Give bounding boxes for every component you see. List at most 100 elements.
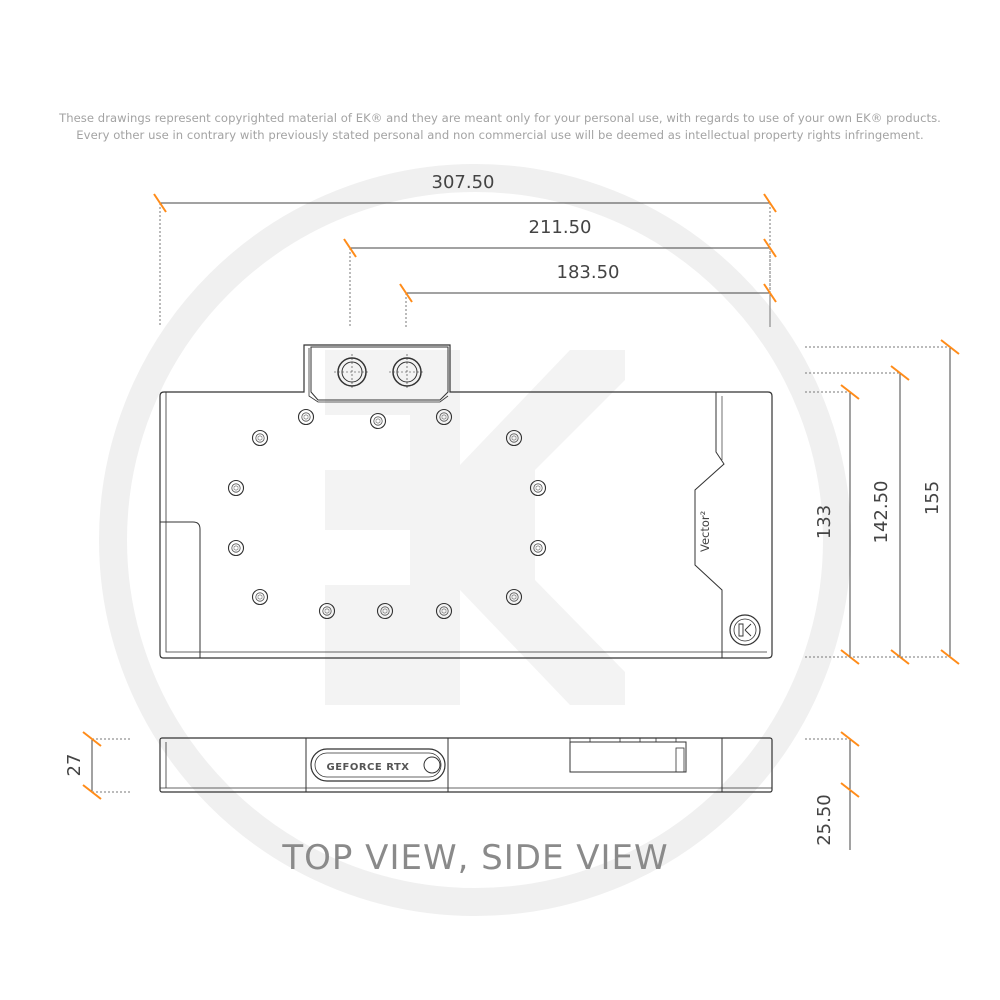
dim-line-width-terminal-right-tick-left <box>399 283 413 303</box>
side-view <box>159 737 773 793</box>
mounting-screws <box>227 408 547 620</box>
view-title: TOP VIEW, SIDE VIEW <box>282 838 669 878</box>
screw-recess <box>255 592 265 602</box>
side-connector <box>569 741 687 773</box>
ek-watermark-logo <box>99 164 851 916</box>
screw-head <box>435 408 453 426</box>
screw-5 <box>505 429 523 447</box>
watermark-ring <box>99 164 851 916</box>
side-badge-ek-icon <box>423 756 441 774</box>
dim-line-height-block-tick-bottom <box>890 649 910 665</box>
screw-head <box>369 412 387 430</box>
dim-line-side-offset <box>805 731 860 850</box>
screw-1 <box>297 408 315 426</box>
terminal-block-edge <box>308 348 449 403</box>
dim-line-side-offset-tick-bottom <box>840 782 860 798</box>
screw-recess <box>439 606 449 616</box>
screw-head <box>251 429 269 447</box>
dim-line-width-terminal-left-tick-right <box>763 238 777 258</box>
dim-height-block: 142.50 <box>871 481 892 544</box>
screw-hex <box>324 608 330 614</box>
screw-8 <box>227 539 245 557</box>
screw-hex <box>511 435 517 441</box>
dim-line-height-overall <box>805 339 960 665</box>
screw-recess <box>380 606 390 616</box>
watermark-ek-mark <box>325 350 625 705</box>
ek-badge-inner <box>733 618 757 642</box>
side-connector-latch <box>675 747 685 773</box>
side-connector-pins <box>569 738 677 742</box>
screw-head <box>297 408 315 426</box>
dim-line-height-block-tick-top <box>890 365 910 381</box>
dim-line-width-terminal-left-tick-left <box>343 238 357 258</box>
block-outline <box>159 344 773 659</box>
screw-head <box>505 588 523 606</box>
dim-line-side-height-tick-top <box>82 731 102 747</box>
screw-hex <box>535 485 541 491</box>
screw-2 <box>369 412 387 430</box>
dim-line-height-overall-tick-bottom <box>940 649 960 665</box>
screw-hex <box>375 418 381 424</box>
screw-head <box>251 588 269 606</box>
dim-line-width-overall-tick-right <box>763 193 777 213</box>
screw-head <box>529 539 547 557</box>
dim-line-width-terminal-right-tick-right <box>763 283 777 303</box>
screw-recess <box>439 412 449 422</box>
screw-recess <box>533 543 543 553</box>
dim-width-terminal-left: 211.50 <box>529 217 592 238</box>
dim-side-offset: 25.50 <box>814 794 835 846</box>
dimension-lines <box>82 193 960 850</box>
dim-line-width-terminal-right <box>399 283 777 327</box>
screw-recess <box>509 433 519 443</box>
screw-head <box>505 429 523 447</box>
top-view <box>159 344 773 659</box>
dim-width-terminal-right: 183.50 <box>557 262 620 283</box>
screw-14 <box>435 602 453 620</box>
dim-width-overall: 307.50 <box>432 172 495 193</box>
screw-head <box>435 602 453 620</box>
screw-recess <box>509 592 519 602</box>
screw-hex <box>535 545 541 551</box>
dim-height-overall: 155 <box>922 481 943 515</box>
screw-recess <box>322 606 332 616</box>
dim-line-height-pcb-tick-top <box>840 384 860 400</box>
left-notch <box>160 521 201 658</box>
port-left-crosshair <box>334 354 370 390</box>
screw-13 <box>376 602 394 620</box>
screw-hex <box>233 545 239 551</box>
screw-hex <box>382 608 388 614</box>
screw-head <box>376 602 394 620</box>
block-inner-edge <box>165 392 767 653</box>
ek-badge-glyph <box>738 623 752 637</box>
side-badge <box>310 748 446 782</box>
screw-3 <box>435 408 453 426</box>
vector-label: Vector² <box>698 511 712 552</box>
side-panel-edge <box>694 392 725 658</box>
screw-hex <box>441 608 447 614</box>
ek-badge-icon <box>729 614 761 646</box>
screw-head <box>227 539 245 557</box>
screw-9 <box>529 539 547 557</box>
dim-side-height: 27 <box>64 754 85 777</box>
screw-hex <box>257 594 263 600</box>
dim-line-side-offset-tick-top <box>840 731 860 747</box>
dim-line-height-overall-tick-top <box>940 339 960 355</box>
screw-4 <box>251 429 269 447</box>
screw-12 <box>318 602 336 620</box>
dim-line-width-overall-tick-left <box>153 193 167 213</box>
screw-recess <box>533 483 543 493</box>
screw-head <box>529 479 547 497</box>
screw-hex <box>511 594 517 600</box>
side-badge-inner <box>314 752 442 778</box>
screw-11 <box>505 588 523 606</box>
copyright-notice-line-1: These drawings represent copyrighted mat… <box>59 111 941 125</box>
copyright-notice-line-2: Every other use in contrary with previou… <box>76 128 924 142</box>
screw-hex <box>303 414 309 420</box>
screw-recess <box>301 412 311 422</box>
screw-10 <box>251 588 269 606</box>
port-left <box>334 354 370 390</box>
screw-head <box>227 479 245 497</box>
screw-6 <box>227 479 245 497</box>
dim-line-side-height-tick-bottom <box>82 784 102 800</box>
